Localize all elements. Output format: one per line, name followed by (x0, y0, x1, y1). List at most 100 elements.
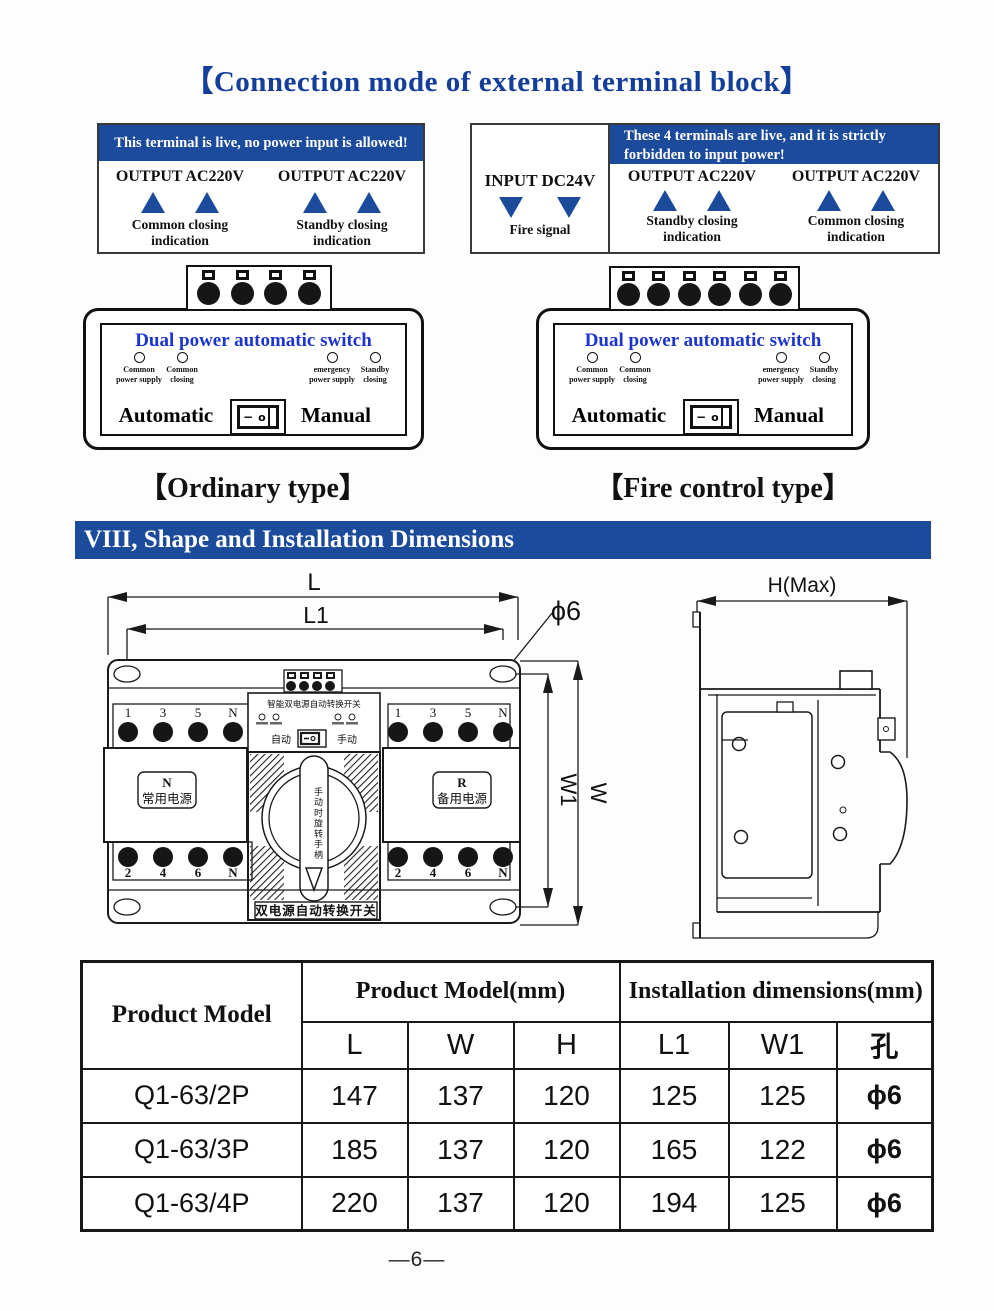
section-header: VIII, Shape and Installation Dimensions (75, 521, 931, 559)
output-label: OUTPUT AC220V (115, 168, 245, 185)
terminal (646, 268, 672, 309)
terminal-number: 3 (430, 705, 437, 720)
col-header-L1: L1 (618, 1020, 730, 1070)
mode-rocker-switch: − o (683, 399, 739, 435)
caption-line: indication (313, 232, 371, 248)
value-cell: 220 (300, 1175, 409, 1232)
output-label: OUTPUT AC220V (791, 168, 921, 185)
terminal (196, 267, 222, 309)
col-header-H: H (512, 1020, 621, 1070)
caption-line: indication (663, 228, 721, 244)
indicator-lamp-icon (326, 352, 338, 363)
value-cell: 120 (512, 1067, 621, 1124)
dimensions-table: Product Model Product Model(mm) Installa… (80, 960, 934, 1232)
terminal (229, 267, 255, 309)
value-cell: 137 (406, 1175, 515, 1232)
dim-L-label: L (307, 569, 320, 596)
fire-terminal-panel: INPUT DC24V Fire signal These 4 terminal… (470, 123, 940, 254)
normal-power-letter: N (162, 775, 172, 790)
drawing-panel-title: 智能双电源自动转换开关 (267, 699, 361, 709)
model-cell: Q1-63/2P (80, 1067, 303, 1124)
output-group-common: OUTPUT AC220V Common closing indication (99, 161, 261, 248)
fire-signal-label: Fire signal (509, 222, 571, 237)
terminal-arrow-down-icon (499, 197, 523, 218)
output-label: OUTPUT AC220V (627, 168, 757, 185)
page-number: —6— (388, 1248, 446, 1271)
indicator-lamp-icon (133, 352, 145, 363)
terminal-number: 1 (395, 705, 402, 720)
output-group-common: OUTPUT AC220V Common closing indication (774, 164, 938, 244)
value-cell: 194 (618, 1175, 730, 1232)
indicator-lamp-icon (775, 352, 787, 363)
indicator-lamp-icon (369, 352, 381, 363)
value-cell: 120 (512, 1121, 621, 1178)
device-title: Dual power automatic switch (135, 330, 372, 351)
drawing-manual-label: 手动 (337, 733, 357, 746)
automatic-label: Automatic (118, 403, 214, 427)
output-group-standby: OUTPUT AC220V Standby closing indication (261, 161, 423, 248)
col-header-hole: 孔 (835, 1020, 934, 1070)
hole-cell: ϕ6 (835, 1175, 934, 1232)
terminal-number: 2 (395, 865, 402, 880)
dim-H-label: H(Max) (768, 574, 837, 597)
reserve-power-letter: R (457, 775, 467, 790)
table-row: Q1-63/2P 147 137 120 125 125 ϕ6 (80, 1067, 934, 1124)
manual-label: Manual (753, 403, 824, 427)
normal-power-label: 常用电源 (142, 792, 193, 806)
terminal-number: 3 (160, 705, 167, 720)
drawing-bottom-label: 双电源自动转换开关 (254, 903, 377, 918)
terminal (768, 268, 794, 309)
value-cell: 137 (406, 1067, 515, 1124)
terminal-arrow-up-icon (871, 190, 895, 211)
value-cell: 165 (618, 1121, 730, 1178)
live-terminals-warning: These 4 terminals are live, and it is st… (610, 125, 938, 164)
dim-phi6-label: ϕ6 (551, 596, 581, 626)
terminal (615, 268, 641, 309)
hole-cell: ϕ6 (835, 1067, 934, 1124)
ordinary-type-caption: 【Ordinary type】 (139, 473, 367, 504)
table-row: Q1-63/4P 220 137 120 194 125 ϕ6 (80, 1175, 934, 1232)
terminal (737, 268, 763, 309)
terminal-arrow-up-icon (817, 190, 841, 211)
rotary-handle-text: 手动时旋转手柄 (313, 787, 323, 861)
warning-line: These 4 terminals are live, and it is st… (624, 128, 886, 144)
terminal-number: N (228, 865, 238, 880)
terminal-number: 5 (465, 705, 472, 720)
terminal-arrow-up-icon (195, 192, 219, 213)
dim-W-label: W (586, 783, 611, 804)
terminal-arrow-up-icon (707, 190, 731, 211)
terminal-number: N (498, 705, 508, 720)
caption-line: indication (151, 232, 209, 248)
indicator-lamp-icon (176, 352, 188, 363)
value-cell: 125 (618, 1067, 730, 1124)
col-header-product-model: Product Model (80, 960, 303, 1070)
terminal-number: 6 (465, 865, 472, 880)
terminal-arrow-up-icon (303, 192, 327, 213)
value-cell: 137 (406, 1121, 515, 1178)
terminal-arrow-up-icon (141, 192, 165, 213)
terminal-number: 4 (430, 865, 437, 880)
terminal-strip-4 (186, 265, 332, 311)
col-header-W1: W1 (727, 1020, 838, 1070)
automatic-label: Automatic (571, 403, 667, 427)
value-cell: 125 (727, 1067, 838, 1124)
value-cell: 185 (300, 1121, 409, 1178)
page-title: 【Connection mode of external terminal bl… (184, 66, 810, 98)
terminal-arrow-up-icon (653, 190, 677, 211)
table-row: Q1-63/3P 185 137 120 165 122 ϕ6 (80, 1121, 934, 1178)
live-terminal-warning: This terminal is live, no power input is… (99, 125, 423, 161)
col-group-installation-mm: Installation dimensions(mm) (618, 960, 934, 1023)
terminal (296, 267, 322, 309)
output-group-standby: OUTPUT AC220V Standby closing indication (610, 164, 774, 244)
dim-L1-label: L1 (303, 602, 329, 628)
